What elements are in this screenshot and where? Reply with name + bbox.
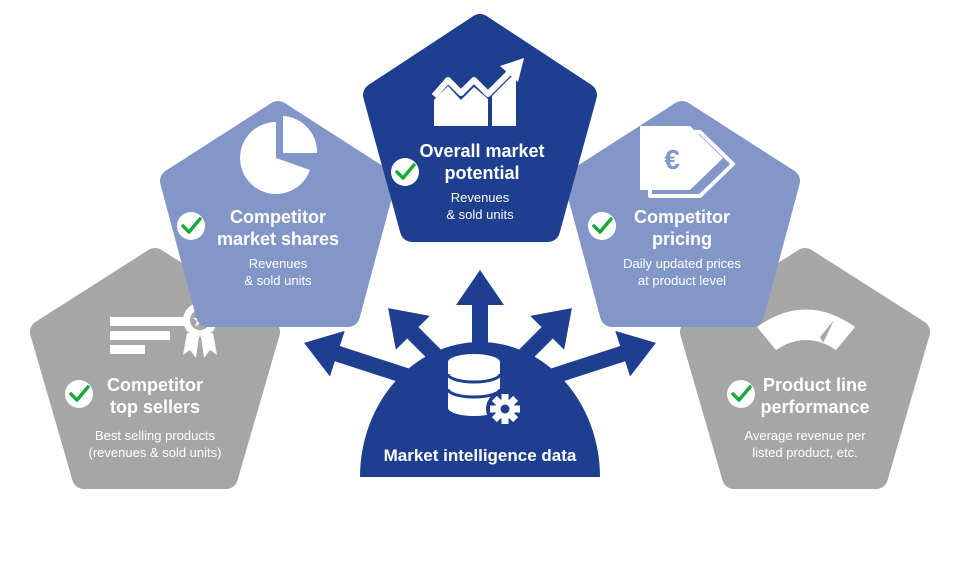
pentagon-blue-right	[564, 101, 800, 327]
check-icon	[727, 380, 755, 408]
pricing-title-line1: Competitor	[634, 207, 730, 227]
overall-market-sub-line2: & sold units	[446, 207, 514, 222]
gauge-icon	[757, 309, 855, 350]
product-line-sub-line1: Average revenue per	[744, 428, 866, 443]
pricing-sub-line1: Daily updated prices	[623, 256, 741, 271]
product-line-title-line1: Product line	[763, 375, 867, 395]
growth-chart-icon	[431, 58, 524, 126]
arrow-up-right	[513, 308, 572, 367]
pentagon-blue-left	[160, 101, 396, 327]
pricing-sub-line2: at product level	[638, 273, 726, 288]
hub-market-intelligence-data: Market intelligence data	[304, 270, 656, 477]
top-sellers-sub-line2: (revenues & sold units)	[89, 445, 222, 460]
market-shares-title-line2: market shares	[217, 229, 339, 249]
pentagon-navy-top	[363, 14, 597, 242]
euro-price-tag-icon: €	[640, 126, 735, 198]
database-gear-icon	[446, 354, 524, 428]
svg-text:€: €	[664, 144, 680, 175]
market-shares-sub-line1: Revenues	[249, 256, 308, 271]
market-shares-sub-line2: & sold units	[244, 273, 312, 288]
top-sellers-sub-line1: Best selling products	[95, 428, 215, 443]
check-icon	[177, 212, 205, 240]
check-icon	[588, 212, 616, 240]
check-icon	[65, 380, 93, 408]
hub-label: Market intelligence data	[384, 446, 577, 465]
overall-market-title-line1: Overall market	[419, 141, 544, 161]
pie-chart-icon	[240, 116, 318, 194]
panel-competitor-pricing: € Competitor pricing Daily updated price…	[564, 101, 800, 327]
panel-competitor-market-shares: Competitor market shares Revenues & sold…	[160, 101, 396, 327]
product-line-sub-line2: listed product, etc.	[752, 445, 858, 460]
top-sellers-title-line1: Competitor	[107, 375, 203, 395]
panel-overall-market-potential: Overall market potential Revenues & sold…	[363, 14, 597, 242]
hub-arrows	[304, 270, 656, 391]
arrow-right	[529, 330, 656, 391]
overall-market-title-line2: potential	[445, 163, 520, 183]
arrow-up-left	[388, 308, 447, 367]
overall-market-sub-line1: Revenues	[451, 190, 510, 205]
market-shares-title-line1: Competitor	[230, 207, 326, 227]
top-sellers-title-line2: top sellers	[110, 397, 200, 417]
product-line-title-line2: performance	[760, 397, 869, 417]
check-icon	[391, 158, 419, 186]
pricing-title-line2: pricing	[652, 229, 712, 249]
arrow-left	[304, 330, 431, 391]
arrow-up	[456, 270, 504, 345]
